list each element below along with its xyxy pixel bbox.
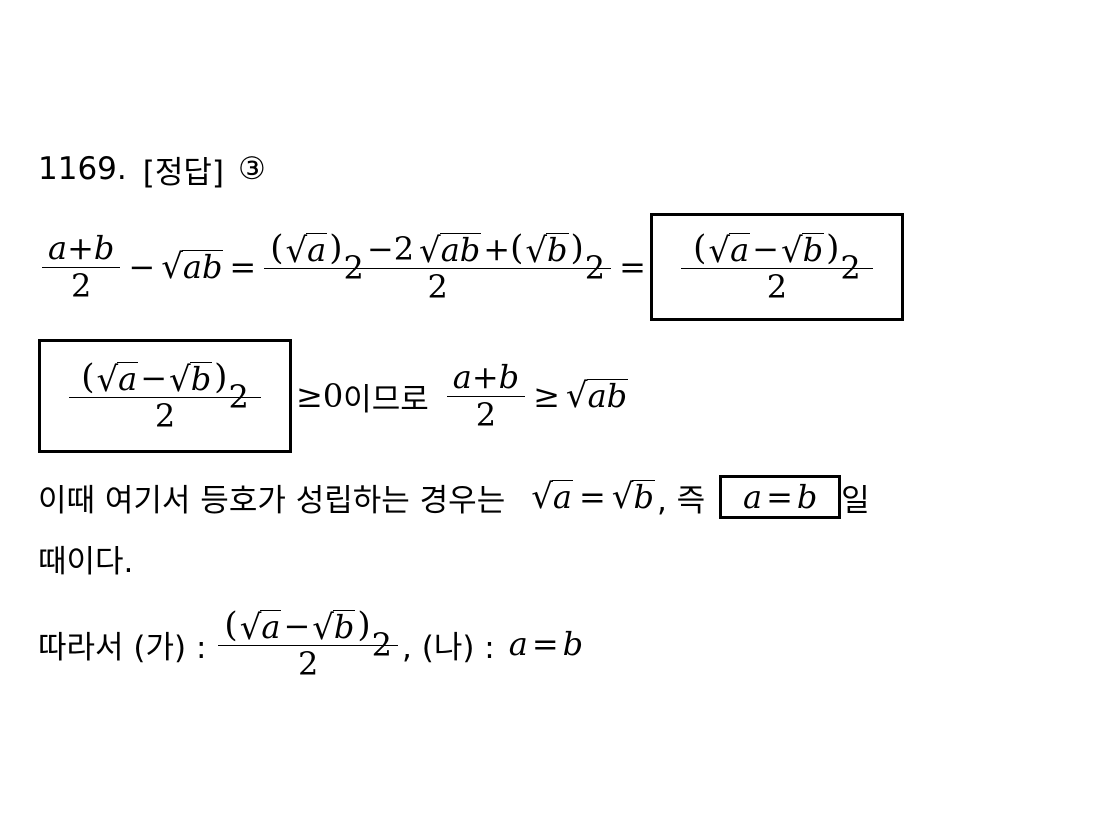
fraction-expanded: (√a)2 −2 √ab + (√b)2 2 xyxy=(264,228,612,306)
text-jeuk: , 즉 xyxy=(656,482,706,519)
text-equality-prefix: 이때 여기서 등호가 성립하는 경우는 xyxy=(38,482,506,519)
text-ga-label: 따라서 (가) : xyxy=(38,629,207,666)
boxed-answer-2: (√a−√b)2 2 xyxy=(38,339,292,453)
conclusion-line: 따라서 (가) : (√a−√b)2 2 , (나) : a=b xyxy=(38,604,584,683)
text-line-5: 때이다. xyxy=(38,536,133,580)
text-il: 일 xyxy=(841,482,870,519)
equality-condition-line: 이때 여기서 등호가 성립하는 경우는 √a = √b , 즉 a=b 일 xyxy=(38,470,870,524)
boxed-answer-3: a=b xyxy=(719,475,842,519)
boxed-answer-1: (√a−√b)2 2 xyxy=(649,213,904,321)
inequality-line: (√a−√b)2 2 ≥0 이므로 a+b 2 ≥ √ab xyxy=(38,339,630,453)
text-ttaeida: 때이다. xyxy=(38,543,134,580)
text-imeuro: 이므로 xyxy=(343,381,429,418)
answer-label: [정답] xyxy=(142,154,224,191)
answer-header: 1169. [정답] ③ xyxy=(38,143,266,195)
derivation-line: a+b 2 − √ab = (√a)2 −2 √ab + (√b)2 2 = (… xyxy=(38,212,904,322)
fraction-a-plus-b-over-2: a+b 2 xyxy=(42,229,121,305)
problem-number: 1169. xyxy=(38,151,127,187)
answer-value: ③ xyxy=(237,151,266,187)
sqrt-ab: √ab xyxy=(161,247,224,288)
text-na-label: , (나) : xyxy=(402,629,495,666)
